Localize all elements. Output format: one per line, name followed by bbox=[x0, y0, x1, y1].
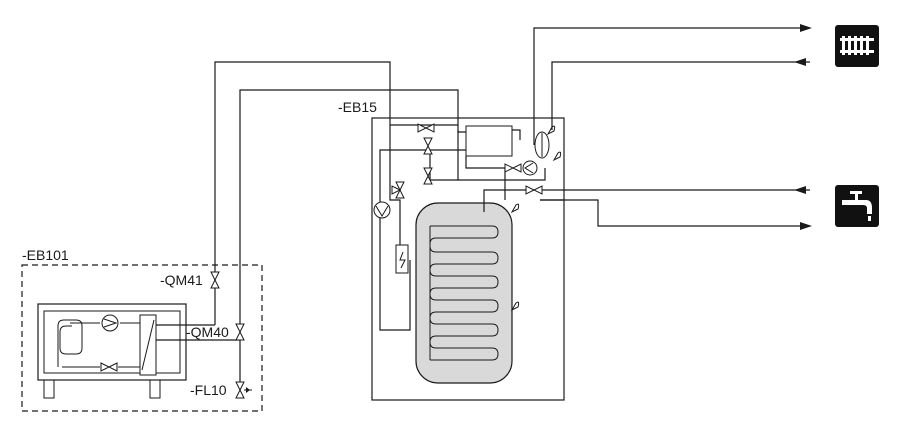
outdoor-coil bbox=[57, 319, 83, 367]
circulation-pump-icon bbox=[373, 201, 391, 219]
internal-valve-2 bbox=[423, 137, 433, 155]
heating-circuit-lines bbox=[533, 24, 812, 145]
outdoor-unit-label: -EB101 bbox=[22, 247, 69, 263]
filter-fl10-label: -FL10 bbox=[190, 382, 227, 398]
valve-qm41[interactable] bbox=[210, 271, 220, 289]
charge-pump-icon bbox=[522, 160, 538, 176]
compressor-icon bbox=[101, 314, 119, 332]
heat-exchanger-icon bbox=[139, 314, 157, 376]
tank-sensor-mid-icon bbox=[510, 301, 520, 312]
outdoor-unit-boundary bbox=[21, 264, 263, 412]
valve-qm41-label: -QM41 bbox=[160, 272, 203, 288]
indoor-unit: -EB15 bbox=[338, 99, 565, 401]
hot-water-tank bbox=[415, 202, 513, 384]
sensor-return-icon bbox=[552, 151, 562, 162]
expansion-valve-icon bbox=[100, 362, 118, 372]
tank-sensor-top-icon bbox=[510, 203, 520, 214]
outdoor-unit-casing bbox=[37, 303, 187, 399]
indoor-unit-casing bbox=[371, 117, 565, 401]
tap-icon bbox=[835, 185, 879, 227]
valve-qm40-label: -QM40 bbox=[186, 324, 229, 340]
internal-valve-4 bbox=[504, 163, 522, 173]
radiator-icon bbox=[835, 25, 879, 67]
internal-valve-3 bbox=[423, 167, 433, 185]
indoor-unit-label: -EB15 bbox=[338, 99, 377, 115]
sensor-flow-icon bbox=[546, 125, 556, 136]
valve-qm40[interactable] bbox=[235, 323, 245, 341]
immersion-heater-icon bbox=[395, 244, 409, 274]
hot-water-lines bbox=[540, 186, 812, 230]
mixing-valve bbox=[391, 181, 405, 199]
internal-valve-1 bbox=[417, 123, 435, 133]
outdoor-unit: -EB101 bbox=[21, 247, 263, 412]
filter-fl10[interactable] bbox=[235, 381, 252, 399]
cold-water-valve bbox=[525, 185, 543, 195]
control-module bbox=[465, 125, 513, 157]
